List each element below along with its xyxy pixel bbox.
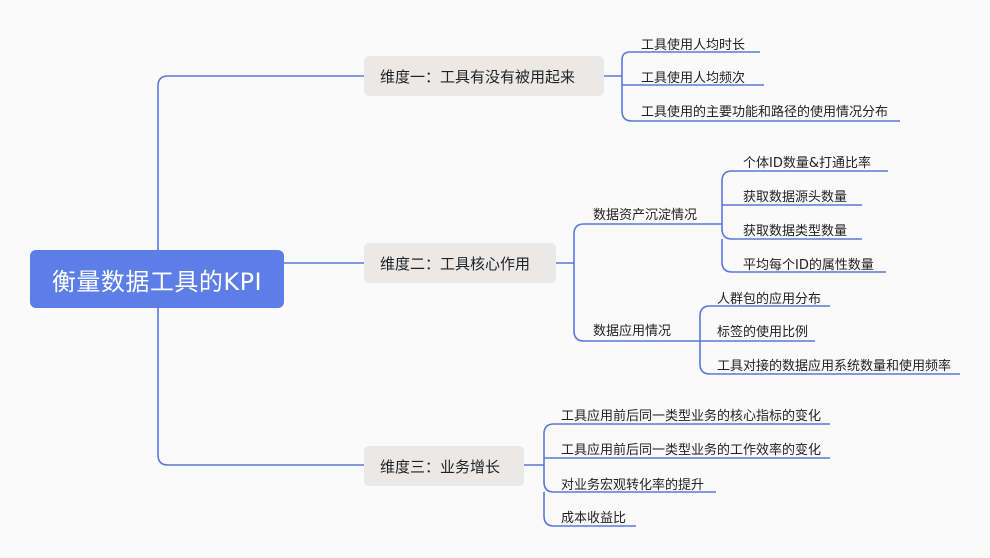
- dim3-leaf1-line: [543, 423, 830, 465]
- dim2-apps-branch: [573, 234, 700, 342]
- dim2-group-assets[interactable]: 数据资产沉淀情况: [593, 208, 698, 223]
- assets-leaf3-line: [721, 224, 862, 240]
- apps-leaf1-line: [699, 305, 830, 341]
- dim1-leaf-1[interactable]: 工具使用人均时长: [641, 38, 746, 53]
- root-node[interactable]: 衡量数据工具的KPI: [30, 250, 284, 308]
- dimension-1-node[interactable]: 维度一：工具有没有被用起来: [364, 56, 604, 96]
- dimension-3-node[interactable]: 维度三：业务增长: [364, 446, 524, 486]
- dim2-assets-leaf-3[interactable]: 获取数据类型数量: [743, 224, 848, 239]
- assets-leaf1-line: [721, 170, 888, 224]
- dimension-2-node[interactable]: 维度二：工具核心作用: [364, 243, 556, 283]
- dim3-leaf3-line: [543, 465, 716, 493]
- dim1-leaf-2[interactable]: 工具使用人均频次: [641, 71, 746, 86]
- trunk-to-dim1: [157, 75, 364, 250]
- dim3-leaf-1[interactable]: 工具应用前后同一类型业务的核心指标的变化: [561, 409, 822, 424]
- dim1-spine: [621, 60, 900, 122]
- dim2-apps-leaf-1[interactable]: 人群包的应用分布: [717, 292, 822, 307]
- dim2-apps-leaf-2[interactable]: 标签的使用比例: [717, 325, 809, 340]
- assets-leaf4-line: [721, 239, 886, 273]
- dim2-assets-leaf-4[interactable]: 平均每个ID的属性数量: [743, 258, 874, 273]
- apps-leaf3-line: [699, 341, 960, 375]
- dim3-leaf-3[interactable]: 对业务宏观转化率的提升: [561, 478, 705, 493]
- dim2-assets-leaf-2[interactable]: 获取数据源头数量: [743, 190, 848, 205]
- dim2-group-apps[interactable]: 数据应用情况: [593, 324, 672, 339]
- dim2-apps-leaf-3[interactable]: 工具对接的数据应用系统数量和使用频率: [717, 359, 952, 374]
- trunk-to-dim3: [157, 308, 364, 466]
- dim1-leaf-3[interactable]: 工具使用的主要功能和路径的使用情况分布: [641, 105, 889, 120]
- dim2-assets-leaf-1[interactable]: 个体ID数量&打通比率: [743, 156, 871, 171]
- dim3-leaf4-line: [543, 492, 636, 527]
- dim3-leaf-4[interactable]: 成本收益比: [561, 511, 627, 526]
- dim2-assets-branch: [573, 223, 722, 235]
- dim1-leaf1-line: [621, 51, 760, 61]
- dim3-leaf-2[interactable]: 工具应用前后同一类型业务的工作效率的变化: [561, 443, 822, 458]
